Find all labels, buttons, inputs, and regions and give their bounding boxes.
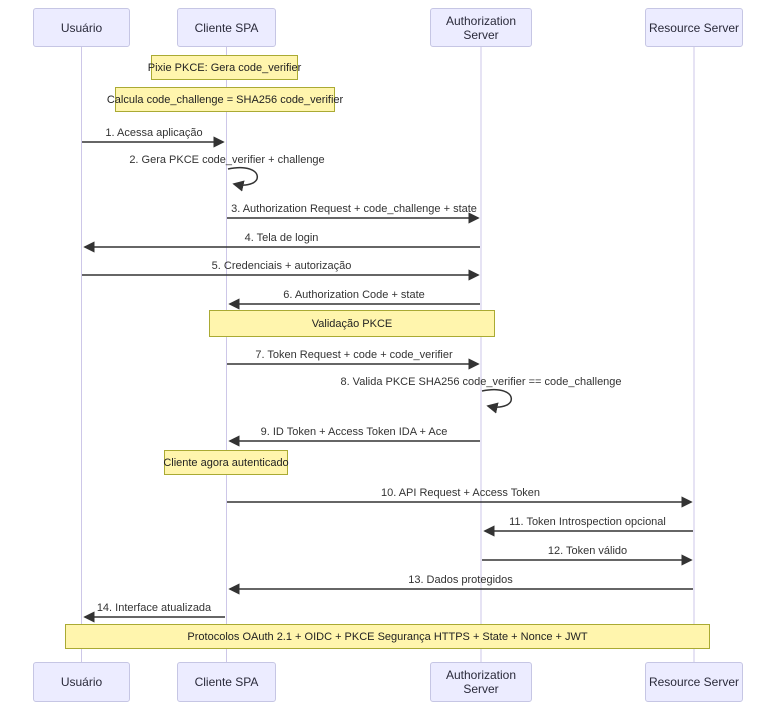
actor-label: Usuário — [60, 675, 103, 689]
message-12-label: 12. Token válido — [547, 545, 628, 557]
message-8-label: 8. Valida PKCE SHA256 code_verifier == c… — [340, 376, 622, 388]
message-11-label: 11. Token Introspection opcional — [509, 516, 666, 528]
message-1-label: 1. Acessa aplicação — [105, 127, 203, 139]
message-4-label: 4. Tela de login — [244, 232, 319, 244]
message-10-label: 10. API Request + Access Token — [380, 487, 541, 499]
actor-label: Usuário — [60, 20, 103, 35]
actor-bottom-usuario: Usuário — [33, 662, 130, 702]
actor-label: Resource Server — [648, 20, 740, 35]
note-pkce-gen: Pixie PKCE: Gera code_verifier — [147, 55, 302, 80]
note-validacao: Validação PKCE — [209, 310, 495, 337]
actor-label: Authorization Server — [445, 668, 517, 696]
actor-bottom-resource-server: Resource Server — [645, 662, 743, 702]
note-label: Validação PKCE — [311, 317, 393, 330]
actor-top-usuario: Usuário — [33, 8, 130, 47]
note-autenticado: Cliente agora autenticado — [163, 450, 289, 475]
message-13-label: 13. Dados protegidos — [408, 574, 513, 586]
actor-bottom-cliente-spa: Cliente SPA — [177, 662, 276, 702]
actor-top-authorization-server: Authorization Server — [430, 8, 532, 47]
note-label: Calcula code_challenge = SHA256 code_ver… — [106, 93, 344, 106]
actor-label: Cliente SPA — [194, 20, 259, 35]
message-6-label: 6. Authorization Code + state — [283, 289, 425, 301]
message-2-self-arrow — [227, 166, 258, 192]
actor-top-resource-server: Resource Server — [645, 8, 743, 47]
note-label: Pixie PKCE: Gera code_verifier — [147, 61, 302, 74]
message-5-label: 5. Credenciais + autorização — [211, 260, 352, 272]
note-challenge: Calcula code_challenge = SHA256 code_ver… — [107, 87, 343, 112]
message-3-label: 3. Authorization Request + code_challeng… — [231, 203, 477, 215]
actor-top-cliente-spa: Cliente SPA — [177, 8, 276, 47]
message-8-self-arrow — [481, 388, 512, 414]
actor-label: Authorization Server — [445, 13, 517, 42]
message-9-label: 9. ID Token + Access Token IDA + Ace — [260, 426, 448, 438]
actor-label: Resource Server — [648, 675, 740, 689]
note-protocolos: Protocolos OAuth 2.1 + OIDC + PKCE Segur… — [65, 624, 710, 649]
message-14-label: 14. Interface atualizada — [96, 602, 212, 614]
message-7-label: 7. Token Request + code + code_verifier — [255, 349, 453, 361]
actor-bottom-authorization-server: Authorization Server — [430, 662, 532, 702]
message-2-label: 2. Gera PKCE code_verifier + challenge — [129, 154, 325, 166]
note-label: Protocolos OAuth 2.1 + OIDC + PKCE Segur… — [187, 630, 588, 643]
note-label: Cliente agora autenticado — [163, 456, 289, 469]
actor-label: Cliente SPA — [194, 675, 259, 689]
